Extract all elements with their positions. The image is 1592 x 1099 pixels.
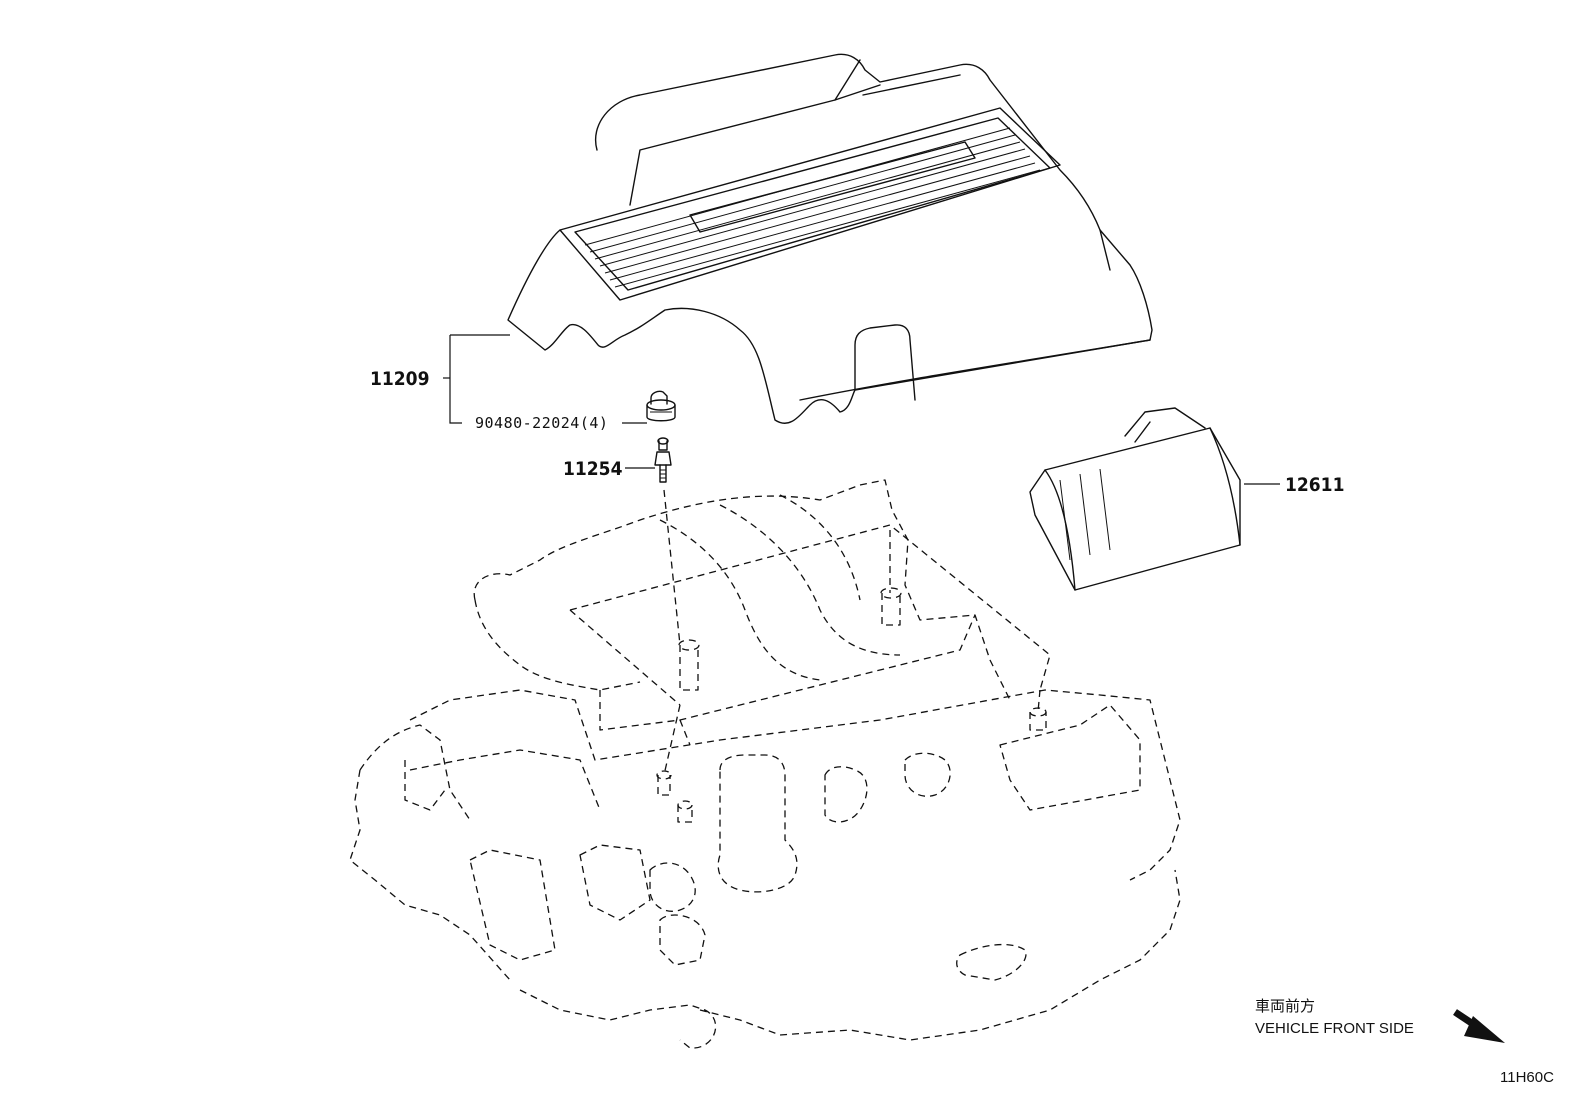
figure-code: 11H60C xyxy=(1500,1069,1554,1086)
grommet-drawing xyxy=(646,390,676,422)
front-direction-arrow-icon xyxy=(1453,1009,1505,1043)
orientation-label-japanese: 車両前方 xyxy=(1255,998,1315,1015)
engine-block-drawing xyxy=(349,479,1181,1049)
callout-engine-cover: 11209 xyxy=(370,368,429,390)
callout-air-filter-cover: 12611 xyxy=(1285,474,1344,496)
orientation-label-english: VEHICLE FRONT SIDE xyxy=(1255,1020,1414,1037)
leader-lines xyxy=(443,334,1280,485)
engine-cover-drawing xyxy=(507,53,1153,424)
air-filter-cover-drawing xyxy=(1029,407,1241,591)
stud-bolt-drawing xyxy=(654,437,672,483)
callout-grommet: 90480-22024(4) xyxy=(475,414,608,432)
callout-stud-bolt: 11254 xyxy=(563,458,623,480)
